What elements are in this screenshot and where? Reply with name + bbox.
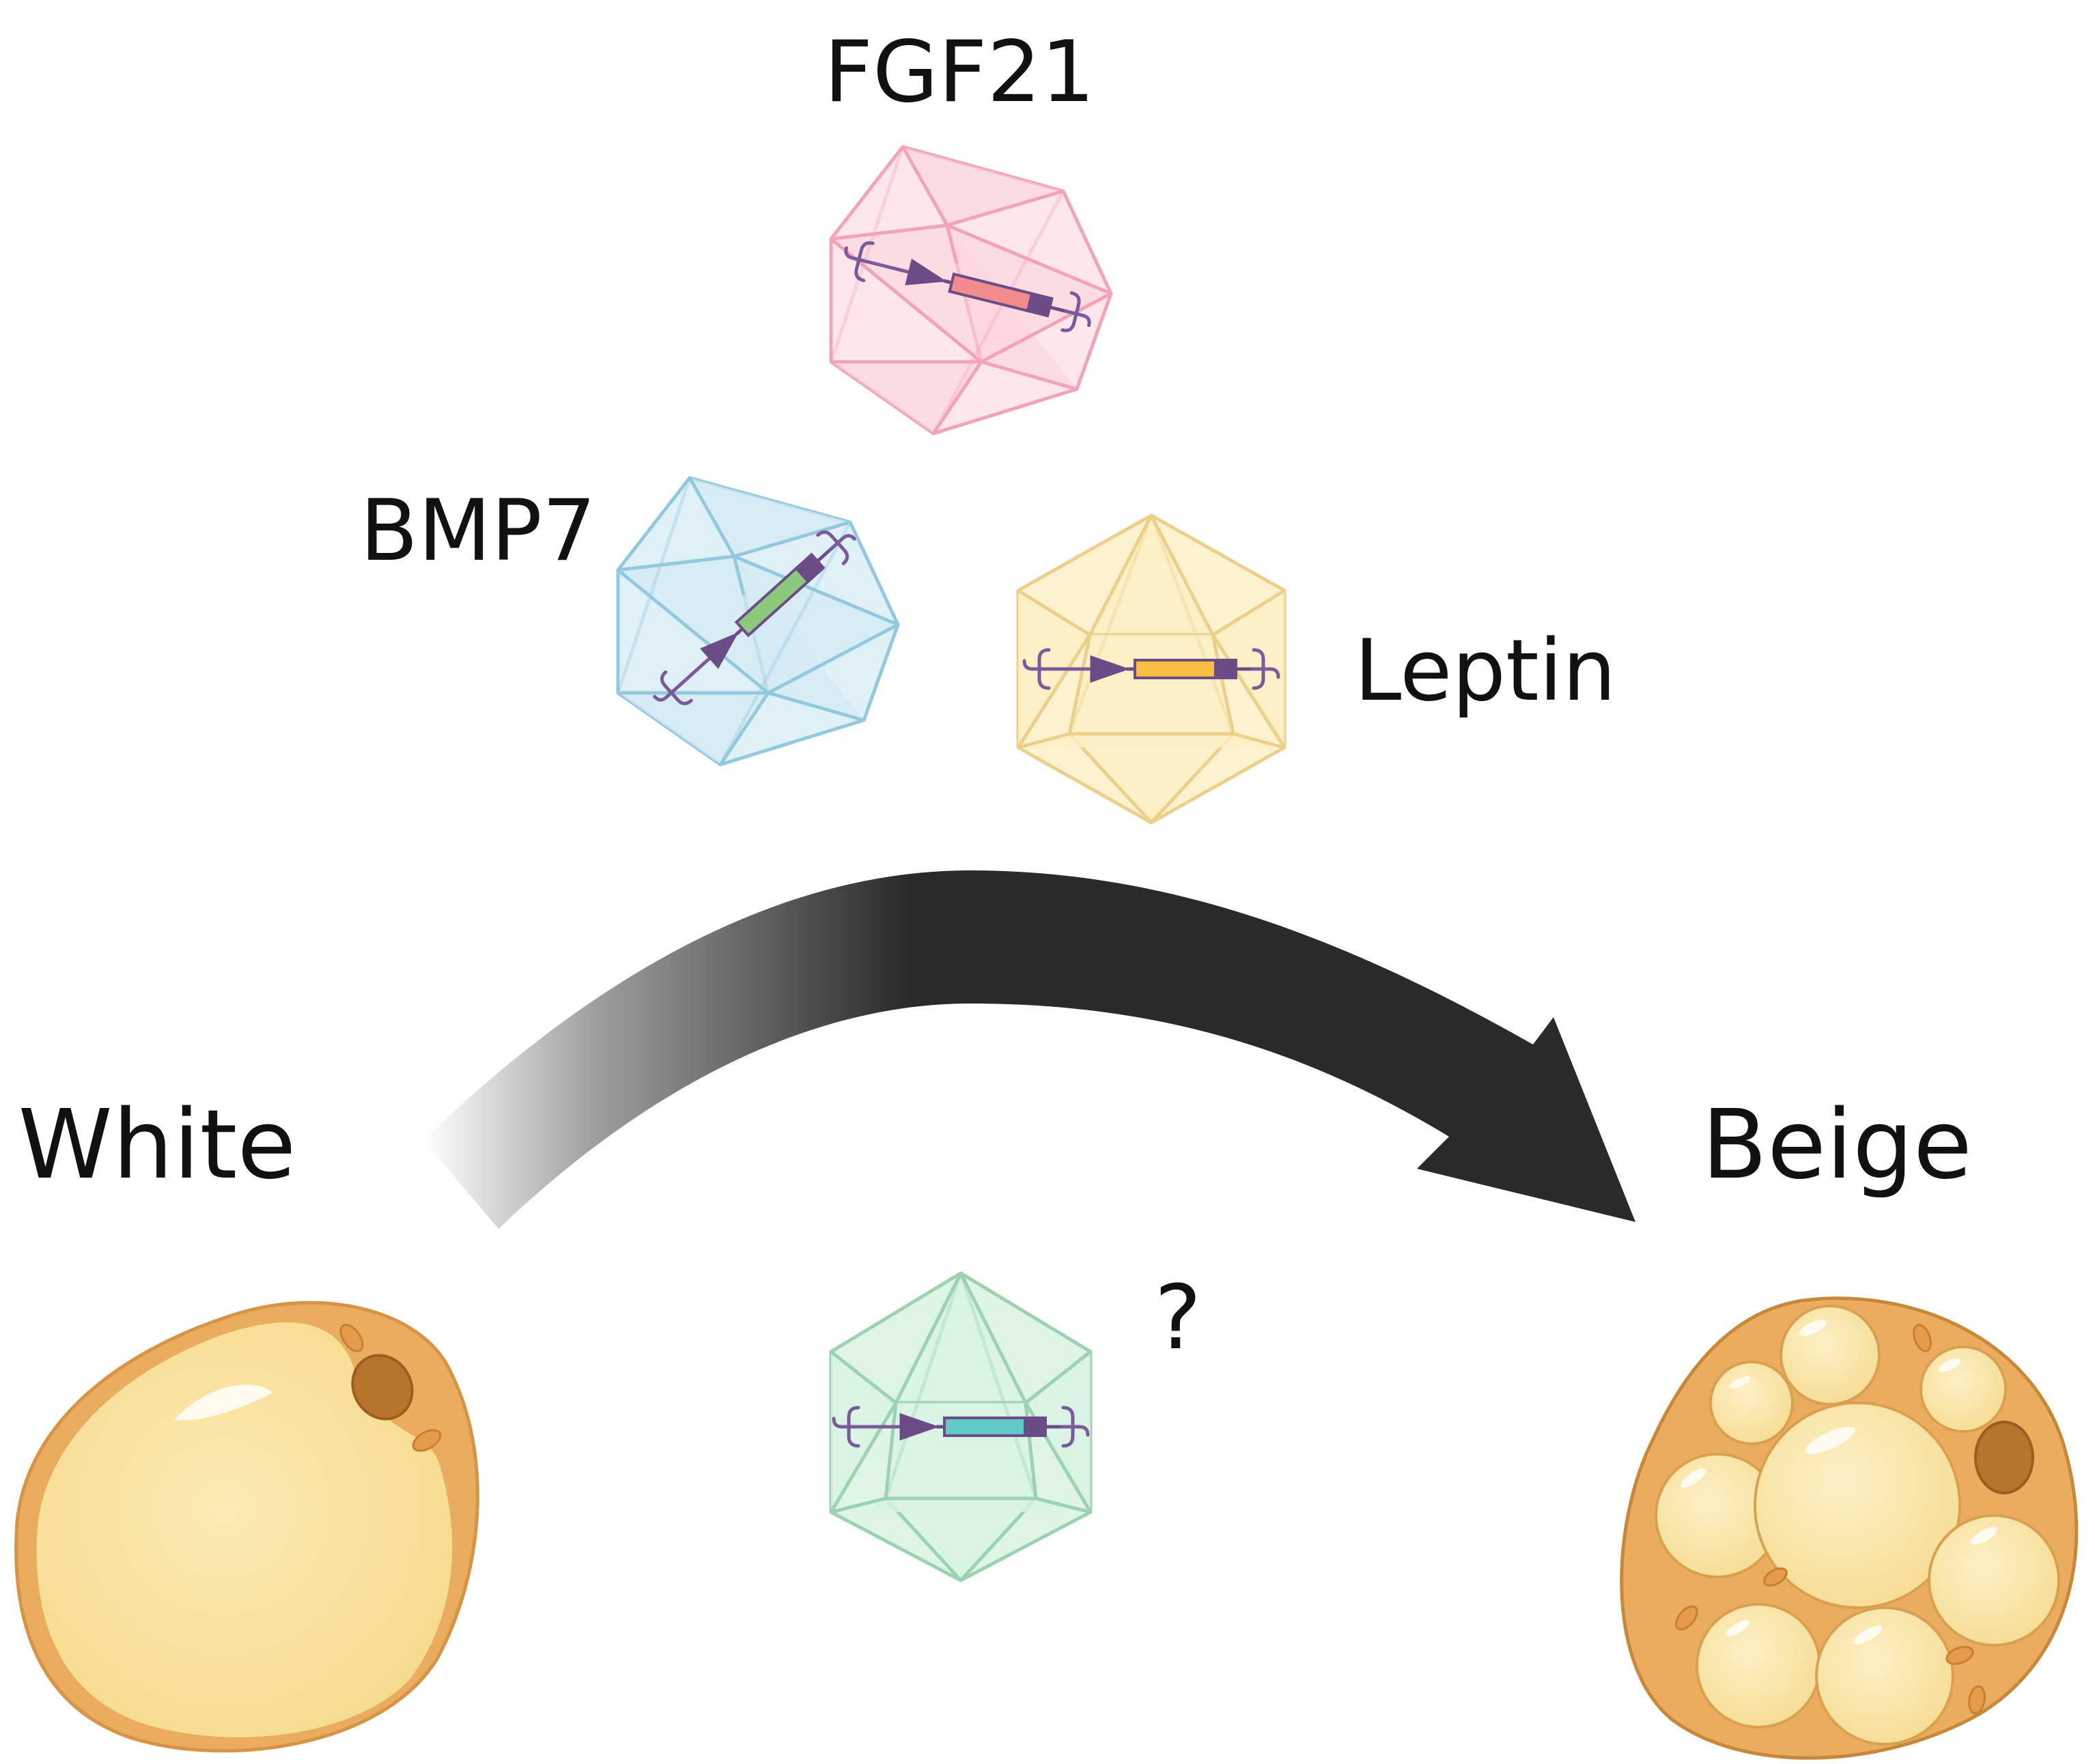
beige-droplet-highlights [1681, 1320, 1997, 1645]
label-beige: Beige [1702, 1090, 1972, 1201]
label-fgf21: FGF21 [824, 23, 1095, 122]
leptin-capsid-shell [1016, 513, 1286, 825]
conversion-arrow [423, 870, 1635, 1229]
bmp7-aav-capsid [618, 478, 898, 765]
beige-adipocyte [1620, 1296, 2079, 1760]
white-mito-2 [412, 1429, 442, 1452]
label-leptin: Leptin [1354, 622, 1616, 720]
white-nucleus [351, 1354, 414, 1421]
label-bmp7: BMP7 [360, 482, 596, 580]
beige-mitochondria [1675, 1324, 1986, 1715]
unknown-aav-capsid [829, 1271, 1093, 1582]
white-lipid-droplet [36, 1322, 453, 1737]
fgf21-aav-capsid [831, 147, 1111, 433]
beige-nucleus [1974, 1421, 2034, 1494]
leptin-aav-capsid [1016, 513, 1286, 825]
white-mito-1 [339, 1324, 364, 1352]
arrow-body [423, 870, 1635, 1229]
white-adipocyte [14, 1300, 479, 1753]
label-unknown: ? [1155, 1266, 1202, 1369]
label-white: White [18, 1090, 296, 1201]
white-highlight [174, 1384, 273, 1421]
